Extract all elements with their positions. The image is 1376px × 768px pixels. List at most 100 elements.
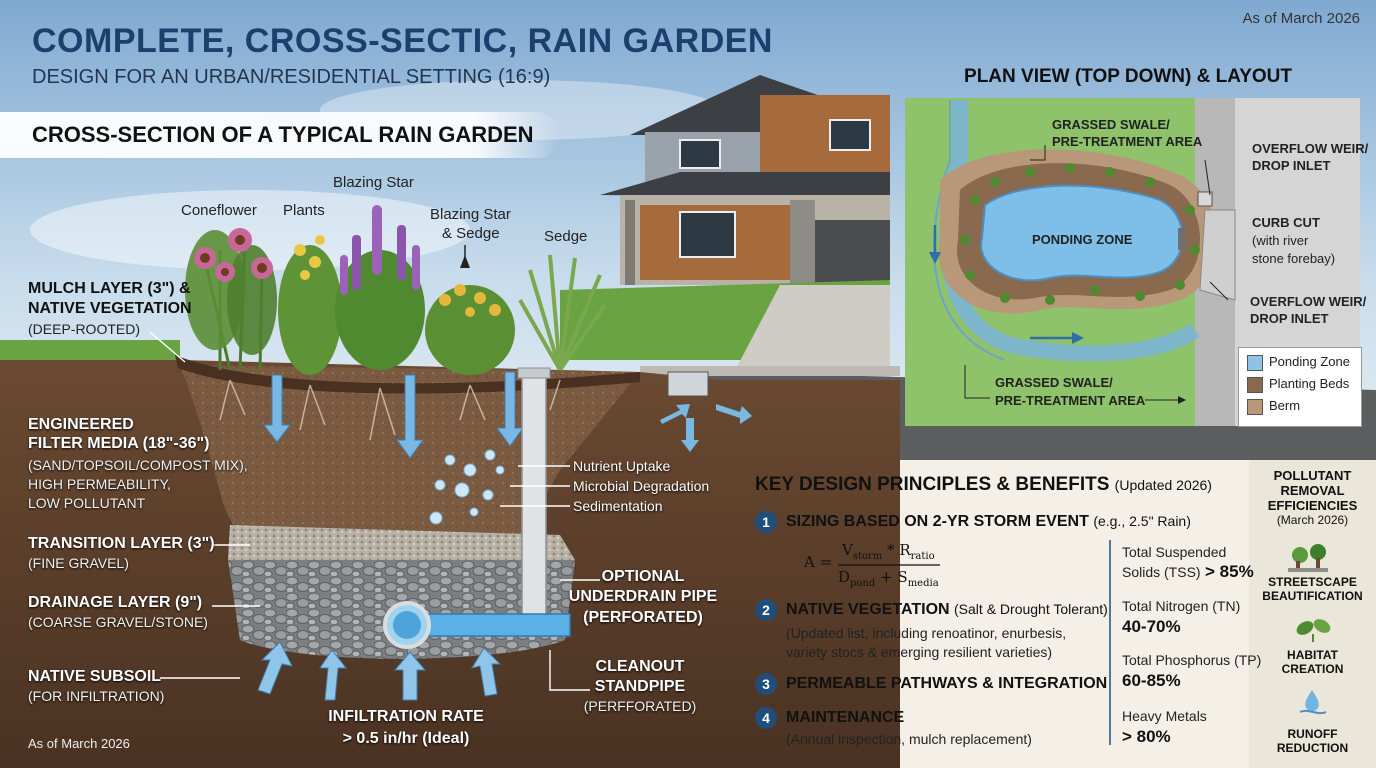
infiltration-arrows-up bbox=[257, 641, 502, 701]
formula-r: * R bbox=[882, 541, 911, 559]
side-item-1-l1: STREETSCAPE bbox=[1268, 575, 1357, 589]
formula-r-sub: ratio bbox=[910, 551, 935, 562]
sedge-plants bbox=[518, 254, 607, 372]
cleanout-standpipe bbox=[521, 371, 547, 623]
underdrain-pipe bbox=[419, 613, 571, 637]
label-blazing-star: Blazing Star bbox=[333, 174, 414, 191]
eff-tss-label-2: Solids (TSS) bbox=[1122, 564, 1201, 580]
treatment-bubbles bbox=[429, 449, 505, 525]
legend-label: Ponding Zone bbox=[1269, 354, 1350, 369]
as-of-date-bottom: As of March 2026 bbox=[28, 736, 130, 751]
label-filter-sub-1: (SAND/TOPSOIL/COMPOST MIX), bbox=[28, 457, 248, 473]
label-microbial-degradation: Microbial Degradation bbox=[573, 478, 710, 494]
legend-swatch bbox=[1247, 398, 1263, 415]
side-title-date: (March 2026) bbox=[1276, 513, 1349, 527]
side-item-2-l2: CREATION bbox=[1281, 662, 1344, 676]
point-1-heading: SIZING BASED ON 2-YR STORM EVENT (e.g., … bbox=[786, 513, 1191, 531]
label-filter-2: FILTER MEDIA (18"-36") bbox=[28, 435, 210, 452]
legend-item-planting: Planting Beds bbox=[1247, 376, 1349, 393]
label-underdrain-1: OPTIONAL bbox=[601, 568, 685, 585]
side-item-2-l1: HABITAT bbox=[1287, 648, 1338, 662]
eff-tss-label-1: Total Suspended bbox=[1122, 544, 1227, 560]
side-item-3-l1: RUNOFF bbox=[1287, 727, 1338, 741]
coneflower-plants bbox=[185, 228, 277, 371]
section-banner bbox=[0, 112, 560, 158]
formula-denominator: Dpond + Smedia bbox=[838, 568, 939, 589]
side-title-2: REMOVAL bbox=[1280, 483, 1345, 498]
label-subsoil-sub: (FOR INFILTRATION) bbox=[28, 688, 165, 704]
plan-label-curb-cut: CURB CUT bbox=[1252, 215, 1320, 230]
plan-label-swale-bot-2: PRE-TREATMENT AREA bbox=[995, 393, 1146, 408]
legend-label: Planting Beds bbox=[1269, 376, 1350, 391]
side-item-1-l2: BEAUTIFICATION bbox=[1262, 589, 1363, 603]
eff-tss-value: > 85% bbox=[1205, 562, 1254, 581]
plan-label-overflow-bot-1: OVERFLOW WEIR/ bbox=[1250, 294, 1367, 309]
eff-tp-label: Total Phosphorus (TP) bbox=[1122, 652, 1262, 668]
formula-v-sub: storm bbox=[852, 551, 883, 562]
plan-label-curb-cut-3: stone forebay) bbox=[1252, 251, 1336, 266]
page-subtitle: DESIGN FOR AN URBAN/RESIDENTIAL SETTING … bbox=[32, 66, 551, 88]
label-infiltration-rate: INFILTRATION RATE bbox=[328, 708, 484, 725]
legend-item-berm: Berm bbox=[1247, 398, 1300, 415]
point-4-head: MAINTENANCE bbox=[786, 709, 905, 726]
formula-s: + S bbox=[875, 568, 908, 586]
point-2-head: NATIVE VEGETATION bbox=[786, 601, 950, 618]
formula-v: V bbox=[842, 541, 853, 559]
plan-label-ponding-zone: PONDING ZONE bbox=[1032, 232, 1133, 247]
as-of-date-top: As of March 2026 bbox=[1242, 10, 1360, 27]
label-mulch-sub: (DEEP-ROOTED) bbox=[28, 321, 140, 337]
label-coneflower: Coneflower bbox=[181, 202, 257, 219]
eff-tn-label: Total Nitrogen (TN) bbox=[1122, 598, 1241, 614]
drop-inlet bbox=[667, 371, 709, 397]
point-2-heading: NATIVE VEGETATION (Salt & Drought Tolera… bbox=[786, 601, 1108, 619]
key-design-title-note: (Updated 2026) bbox=[1114, 477, 1212, 493]
label-filter-sub-3: LOW POLLUTANT bbox=[28, 495, 146, 511]
formula-d-sub: pond bbox=[850, 578, 876, 589]
leaf-icon bbox=[1296, 619, 1331, 642]
label-cleanout-3: (PERFFORATED) bbox=[583, 698, 697, 714]
legend-swatch bbox=[1247, 376, 1263, 393]
point-3-head: PERMEABLE PATHWAYS & INTEGRATION bbox=[786, 675, 1108, 692]
eff-metals-value: > 80% bbox=[1122, 727, 1171, 746]
point-1-note: (e.g., 2.5" Rain) bbox=[1093, 513, 1191, 529]
plan-view-title: PLAN VIEW (TOP DOWN) & LAYOUT bbox=[964, 66, 1292, 87]
side-panel-title: POLLUTANT REMOVAL EFFICIENCIES (March 20… bbox=[1249, 468, 1376, 528]
infiltration-arrows-down bbox=[262, 371, 524, 459]
label-drainage-sub: (COARSE GRAVEL/STONE) bbox=[28, 614, 208, 630]
leader-lines bbox=[149, 331, 600, 691]
plan-label-overflow-top-1: OVERFLOW WEIR/ bbox=[1252, 141, 1369, 156]
plan-label-swale-bot-1: GRASSED SWALE/ bbox=[995, 375, 1113, 390]
blazing-star-sedge-plants bbox=[425, 284, 515, 375]
label-underdrain-3: (PERFORATED) bbox=[583, 609, 703, 626]
label-sedimentation: Sedimentation bbox=[573, 498, 663, 514]
legend-swatch bbox=[1247, 354, 1263, 371]
plan-label-swale-top-2: PRE-TREATMENT AREA bbox=[1052, 134, 1203, 149]
value-infiltration-rate: > 0.5 in/hr (Ideal) bbox=[342, 730, 470, 747]
side-title-3: EFFICIENCIES bbox=[1267, 498, 1358, 513]
plan-view-drawing bbox=[905, 98, 1360, 426]
legend-label: Berm bbox=[1269, 398, 1301, 413]
label-sedge: Sedge bbox=[544, 228, 588, 245]
point-4-number: 4 bbox=[755, 707, 777, 729]
eff-tp-value: 60-85% bbox=[1122, 671, 1181, 690]
point-2-number: 2 bbox=[755, 599, 777, 621]
formula-s-sub: media bbox=[907, 578, 939, 589]
label-transition-sub: (FINE GRAVEL) bbox=[28, 555, 129, 571]
key-design-title-text: KEY DESIGN PRINCIPLES & BENEFITS bbox=[755, 474, 1110, 495]
plan-legend: Ponding Zone Planting Beds Berm bbox=[1238, 347, 1362, 427]
label-blazing-star-sedge-2: & Sedge bbox=[442, 225, 500, 242]
house bbox=[600, 75, 890, 285]
label-cleanout-1: CLEANOUT bbox=[595, 658, 685, 675]
eff-metals-label: Heavy Metals bbox=[1122, 708, 1207, 724]
point-4-desc: (Annual inspection, mulch replacement) bbox=[786, 731, 1032, 747]
plan-label-curb-cut-2: (with river bbox=[1252, 233, 1309, 248]
page-title: COMPLETE, CROSS-SECTIC, RAIN GARDEN bbox=[32, 22, 773, 60]
point-3-number: 3 bbox=[755, 673, 777, 695]
label-plants: Plants bbox=[283, 202, 325, 219]
water-drop-icon bbox=[1299, 690, 1327, 715]
tree-icon bbox=[1288, 544, 1328, 572]
label-filter-sub-2: HIGH PERMEABILITY, bbox=[28, 476, 171, 492]
key-design-title: KEY DESIGN PRINCIPLES & BENEFITS (Update… bbox=[755, 474, 1212, 496]
formula-numerator: Vstorm * Rratio bbox=[842, 541, 935, 562]
